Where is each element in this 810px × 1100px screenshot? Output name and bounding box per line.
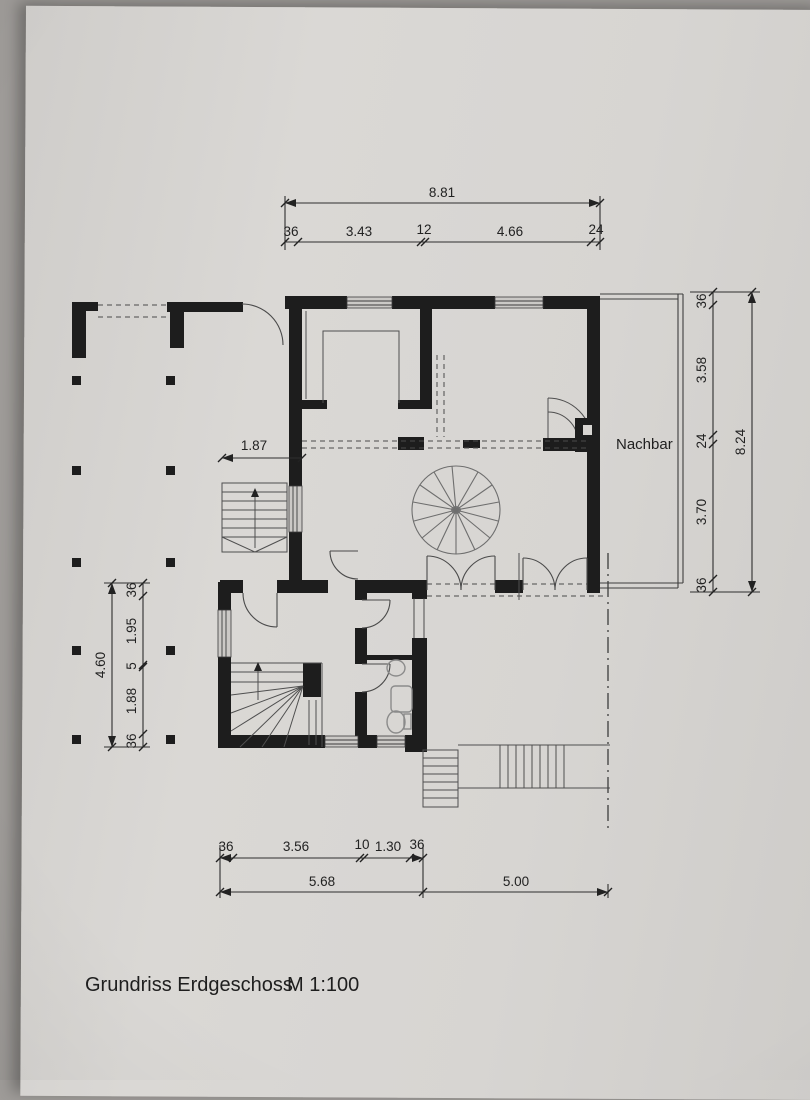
svg-text:10: 10	[354, 837, 369, 852]
terrace-double-door-2	[522, 557, 588, 591]
svg-text:1.88: 1.88	[124, 688, 139, 714]
title-text: Grundriss Erdgeschoss	[85, 974, 293, 996]
svg-text:5: 5	[124, 662, 139, 670]
svg-text:36: 36	[218, 839, 233, 854]
dimension-stair-width: 1.87	[217, 438, 307, 463]
dimension-top: 8.81 36 3.43 12 4.66 24	[280, 185, 605, 250]
svg-text:3.56: 3.56	[283, 839, 309, 854]
pergola-columns	[72, 376, 175, 744]
svg-text:4.66: 4.66	[497, 224, 523, 239]
svg-text:36: 36	[283, 224, 298, 239]
wc-east-window	[413, 598, 425, 638]
svg-text:5.68: 5.68	[309, 874, 335, 889]
neighbor-outline	[600, 293, 684, 589]
toilet	[386, 710, 406, 734]
svg-text:36: 36	[124, 582, 139, 597]
north-window-2	[494, 296, 544, 309]
svg-text:5.00: 5.00	[503, 874, 529, 889]
annex-west-window	[217, 609, 232, 658]
spiral-staircase	[411, 465, 501, 555]
dimension-bottom: 36 3.56 10 1.30 36 5.68 5.00	[215, 837, 613, 898]
title-scale: M 1:100	[287, 974, 359, 996]
stair-direction-arrow	[251, 488, 259, 497]
svg-text:8.81: 8.81	[429, 185, 455, 200]
west-stair-window	[288, 485, 303, 533]
svg-text:12: 12	[416, 222, 431, 237]
interior-walls	[298, 309, 480, 747]
svg-text:3.43: 3.43	[346, 224, 372, 239]
ceiling-beam-dashes	[302, 355, 587, 600]
kitchen-fittings	[305, 311, 400, 403]
wc-bath-divider	[360, 655, 412, 660]
terrace-double-door-1	[426, 555, 496, 591]
svg-text:24: 24	[694, 433, 709, 449]
bathroom-fixtures	[386, 659, 413, 734]
kitchen-partition-wall	[420, 309, 432, 408]
svg-text:4.60: 4.60	[93, 652, 108, 678]
basement-stair	[221, 482, 288, 553]
hall-door	[329, 550, 359, 580]
wc-door	[361, 599, 391, 629]
annex-south-window-1	[324, 735, 359, 748]
bath-door	[361, 663, 391, 693]
north-window-1	[346, 296, 393, 309]
winder-stair	[230, 662, 323, 748]
drawing-title: Grundriss Erdgeschoss M 1:100	[85, 974, 359, 996]
neighbor-label: Nachbar	[616, 436, 673, 453]
svg-text:3.58: 3.58	[694, 357, 709, 383]
terrace-steps	[422, 744, 610, 808]
svg-text:36: 36	[409, 837, 424, 852]
doors	[242, 550, 604, 693]
svg-text:1.30: 1.30	[375, 839, 401, 854]
svg-text:3.70: 3.70	[694, 499, 709, 525]
svg-text:36: 36	[694, 577, 709, 592]
svg-text:36: 36	[124, 733, 139, 748]
stair-wall-stub	[303, 663, 321, 697]
stair-direction-arrow	[254, 662, 262, 671]
annex-south-window-2	[376, 735, 406, 748]
washbasin	[386, 659, 406, 677]
exterior-walls	[218, 296, 600, 752]
svg-text:1.95: 1.95	[124, 618, 139, 644]
windows	[217, 296, 544, 748]
dimension-right: 36 3.58 24 3.70 36 8.24	[690, 287, 760, 597]
shower-tray	[390, 685, 413, 713]
dimension-left: 36 1.95 5 1.88 36 4.60	[93, 578, 150, 752]
svg-text:1.87: 1.87	[241, 438, 267, 453]
toilet-tank	[403, 713, 412, 730]
svg-text:36: 36	[694, 293, 709, 308]
flue-opening	[583, 425, 592, 435]
pergola-structure	[72, 302, 284, 744]
entry-door	[242, 592, 278, 628]
garden-door-swing	[241, 303, 284, 346]
svg-text:8.24: 8.24	[733, 428, 748, 455]
svg-text:24: 24	[588, 222, 604, 237]
